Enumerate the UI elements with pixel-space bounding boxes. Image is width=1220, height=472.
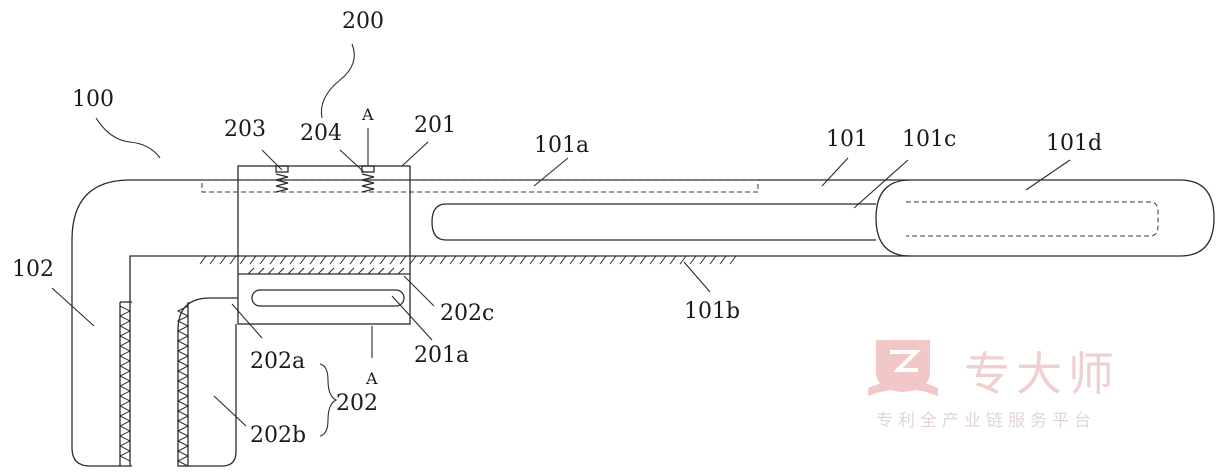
label-102: 102	[12, 257, 54, 282]
label-section-a-top: A	[361, 105, 374, 124]
jaw-202	[176, 297, 238, 467]
leg-teeth-left	[118, 302, 132, 466]
label-101b: 101b	[684, 299, 740, 324]
label-204: 204	[300, 121, 342, 146]
label-203: 203	[224, 117, 266, 142]
slider-201	[237, 165, 411, 325]
watermark-tagline: 专利全产业链服务平台	[876, 411, 1096, 431]
channel-101a	[201, 179, 759, 193]
reference-labels: 100 200 203 204 A 201 101a 101 101c 101d…	[12, 9, 1102, 448]
watermark-logo-icon	[868, 340, 938, 396]
rack-101b	[199, 255, 737, 265]
label-201a: 201a	[414, 343, 469, 368]
label-section-a-bottom: A	[365, 369, 378, 388]
slot-101c	[431, 203, 876, 241]
label-101: 101	[826, 127, 868, 152]
watermark-name: 专大师	[964, 347, 1120, 401]
label-202c: 202c	[440, 301, 494, 326]
label-100: 100	[72, 87, 114, 112]
label-202b: 202b	[250, 423, 306, 448]
label-101a: 101a	[534, 133, 589, 158]
label-202: 202	[336, 391, 378, 416]
label-101c: 101c	[902, 127, 956, 152]
label-200: 200	[342, 9, 384, 34]
grip-101d	[875, 179, 1159, 257]
handle-body	[71, 179, 1215, 467]
watermark: 专大师 专利全产业链服务平台	[868, 340, 1120, 431]
label-101d: 101d	[1046, 131, 1102, 156]
leader-lines	[51, 43, 1071, 437]
label-201: 201	[414, 113, 456, 138]
label-202a: 202a	[250, 349, 305, 374]
